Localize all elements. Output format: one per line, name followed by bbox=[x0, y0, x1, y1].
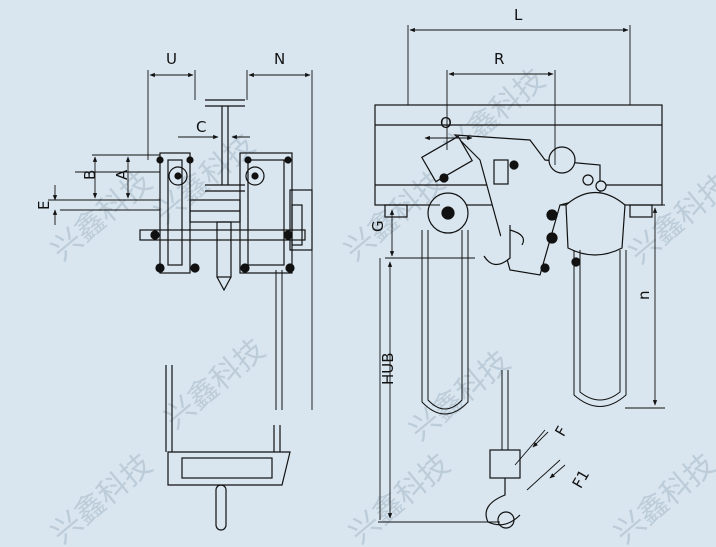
side-bottom-bar bbox=[165, 365, 291, 531]
front-dimension-lines bbox=[378, 25, 665, 523]
label-A: A bbox=[113, 169, 131, 180]
front-load-chains bbox=[421, 230, 627, 450]
watermark-text: 兴鑫科技 bbox=[148, 127, 262, 231]
label-C: C bbox=[196, 118, 206, 136]
side-view bbox=[48, 70, 313, 531]
side-dimension-lines bbox=[48, 70, 313, 410]
watermark-text: 兴鑫科技 bbox=[45, 447, 159, 547]
watermark-text: 兴鑫科技 bbox=[45, 164, 159, 268]
label-L: L bbox=[514, 6, 523, 24]
label-HUB: HUB bbox=[379, 352, 397, 385]
label-E: E bbox=[35, 201, 53, 210]
watermark-text: 兴鑫科技 bbox=[158, 332, 272, 436]
label-N: N bbox=[274, 50, 285, 68]
bottom-hook-block bbox=[485, 449, 521, 529]
i-beam bbox=[205, 99, 245, 192]
watermark-text: 兴鑫科技 bbox=[608, 447, 716, 547]
label-G: G bbox=[369, 220, 387, 232]
watermark-text: 兴鑫科技 bbox=[403, 344, 517, 448]
label-B: B bbox=[81, 170, 99, 180]
front-view bbox=[374, 25, 665, 529]
watermark-text: 兴鑫科技 bbox=[343, 447, 457, 547]
watermark-text: 兴鑫科技 bbox=[623, 167, 716, 271]
label-n: n bbox=[635, 290, 653, 300]
trolley-side-plates bbox=[139, 152, 313, 292]
label-F: F bbox=[551, 423, 571, 439]
hoist-body bbox=[420, 134, 626, 276]
label-O: O bbox=[440, 114, 452, 132]
label-F1: F1 bbox=[569, 467, 594, 492]
side-hand-chain bbox=[275, 270, 283, 410]
label-U: U bbox=[166, 50, 177, 68]
label-R: R bbox=[494, 50, 504, 68]
